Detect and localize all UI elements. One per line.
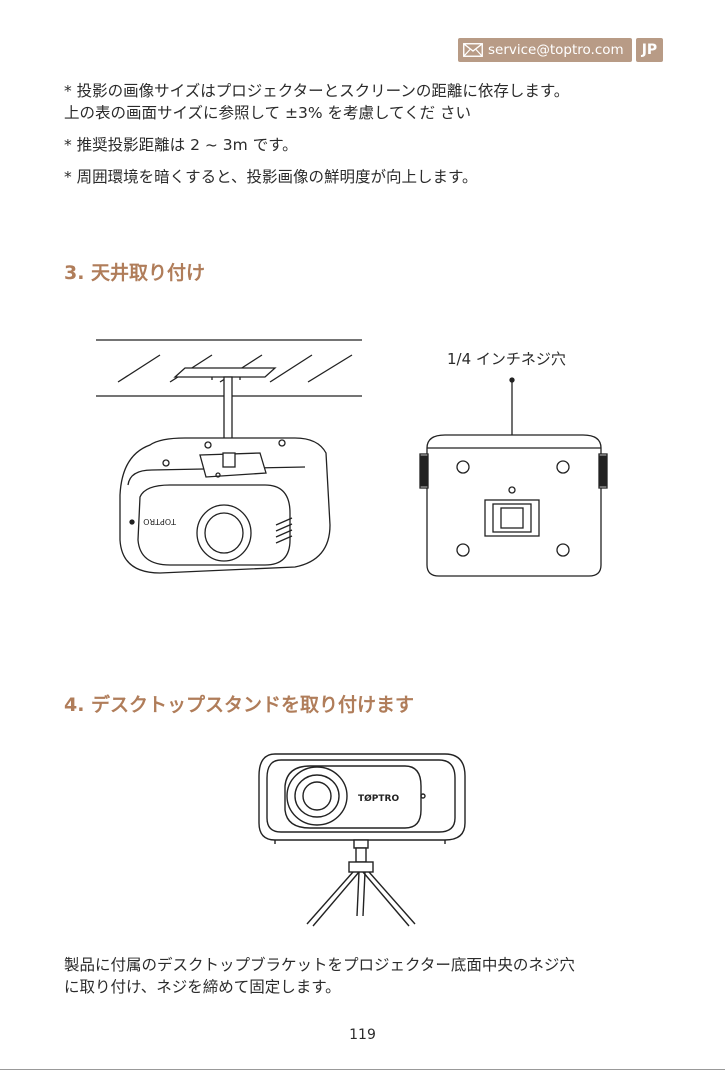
section-4-title: 4. デスクトップスタンドを取り付けます	[64, 690, 414, 717]
section-3-title: 3. 天井取り付け	[64, 258, 205, 285]
bottom-rule	[0, 1069, 725, 1070]
page-number: 119	[0, 1027, 725, 1043]
email-address: service@toptro.com	[488, 42, 624, 58]
notes-block: * 投影の画像サイズはプロジェクターとスクリーンの距離に依存します。 上の表の画…	[64, 80, 674, 188]
section-4-description: 製品に付属のデスクトップブラケットをプロジェクター底面中央のネジ穴 に取り付け、…	[64, 954, 674, 998]
email-badge[interactable]: service@toptro.com	[458, 38, 632, 62]
note-1: * 投影の画像サイズはプロジェクターとスクリーンの距離に依存します。	[64, 80, 674, 102]
envelope-icon	[463, 43, 483, 57]
description-line-1: 製品に付属のデスクトップブラケットをプロジェクター底面中央のネジ穴	[64, 954, 674, 976]
ceiling-mount-illustration: TOPTRO	[90, 335, 370, 585]
screw-hole-label: 1/4 インチネジ穴	[447, 350, 566, 368]
desktop-stand-illustration: TØPTRO	[255, 748, 475, 930]
note-3: * 周囲環境を暗くすると、投影画像の鮮明度が向上します。	[64, 166, 674, 188]
stand-projector-brand: TØPTRO	[358, 793, 399, 804]
language-badge: JP	[636, 38, 663, 62]
note-2: * 推奨投影距離は 2 ~ 3m です。	[64, 134, 674, 156]
bottom-view-illustration: 1/4 インチネジ穴	[415, 340, 615, 580]
note-1-cont: 上の表の画面サイズに参照して ±3% を考慮してくだ さい	[64, 102, 674, 124]
header-contact-badge: service@toptro.com JP	[458, 38, 663, 62]
ceiling-projector-brand: TOPTRO	[143, 517, 177, 526]
description-line-2: に取り付け、ネジを締めて固定します。	[64, 976, 674, 998]
